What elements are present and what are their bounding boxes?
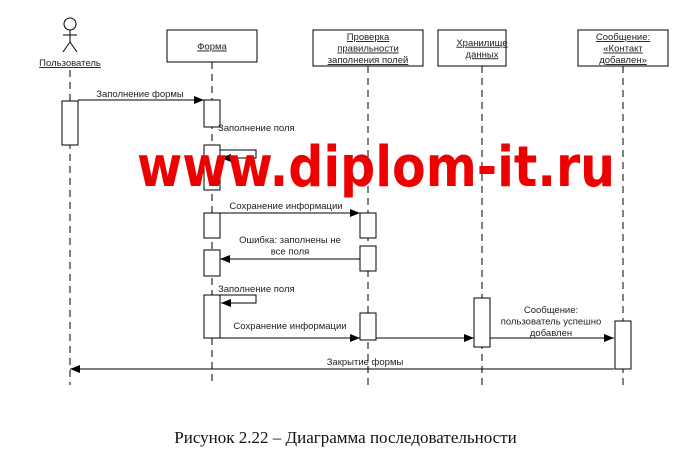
- message-label: Заполнение поля: [218, 123, 295, 134]
- activation-bar: [203, 99, 221, 128]
- participant-label: данных: [466, 49, 499, 60]
- message: Заполнение поля: [218, 123, 295, 162]
- participant-label: Хранилище: [456, 38, 507, 49]
- actor-icon: [62, 30, 78, 53]
- participant-label: правильности: [337, 44, 399, 55]
- participant-label: Проверка: [347, 32, 390, 43]
- activation-bar: [359, 212, 377, 239]
- message-label: Сообщение:: [524, 305, 578, 316]
- self-message-arrow: [220, 149, 257, 162]
- message-label: Закрытие формы: [327, 357, 404, 368]
- participant-label: заполнения полей: [328, 55, 409, 66]
- participant-box: [437, 29, 507, 67]
- participant-box: [577, 29, 669, 67]
- message: Заполнение формы: [78, 89, 204, 104]
- message-label: Заполнение поля: [218, 284, 295, 295]
- message: Сохранение информации: [220, 201, 360, 217]
- message-label: Сохранение информации: [233, 321, 346, 332]
- activation-bar: [614, 320, 632, 370]
- activation-bar: [203, 294, 221, 339]
- message: Закрытие формы: [70, 357, 614, 373]
- participant-label: добавлен»: [599, 55, 647, 66]
- participant-label: Форма: [197, 42, 227, 53]
- message-label: добавлен: [530, 328, 572, 339]
- activation-bar: [359, 245, 377, 272]
- participant-label: Пользователь: [39, 58, 101, 69]
- activation-bar: [203, 144, 221, 191]
- message: Заполнение поля: [218, 284, 295, 307]
- participant-label: Сообщение:: [596, 32, 650, 43]
- activation-bar: [61, 100, 79, 146]
- activation-bar: [203, 212, 221, 239]
- message-label: Ошибка: заполнены не: [239, 235, 341, 246]
- participant-box: [166, 29, 258, 63]
- activation-bar: [203, 249, 221, 277]
- watermark: www.diplom-it.ru: [137, 135, 615, 200]
- self-message-arrow: [220, 294, 257, 307]
- message: Сохранение информации: [220, 321, 360, 342]
- participant-box: [312, 29, 424, 67]
- participant-user: Пользователь: [39, 17, 101, 385]
- message-label: Сохранение информации: [229, 201, 342, 212]
- activation-bar: [359, 312, 377, 341]
- activation-bar: [473, 297, 491, 348]
- participant-label: «Контакт: [603, 44, 643, 55]
- message-label: все поля: [271, 247, 310, 258]
- message-label: Заполнение формы: [96, 89, 184, 100]
- figure-caption: Рисунок 2.22 – Диаграмма последовательно…: [174, 428, 517, 447]
- message-label: пользователь успешно: [501, 317, 602, 328]
- actor-head: [63, 17, 77, 31]
